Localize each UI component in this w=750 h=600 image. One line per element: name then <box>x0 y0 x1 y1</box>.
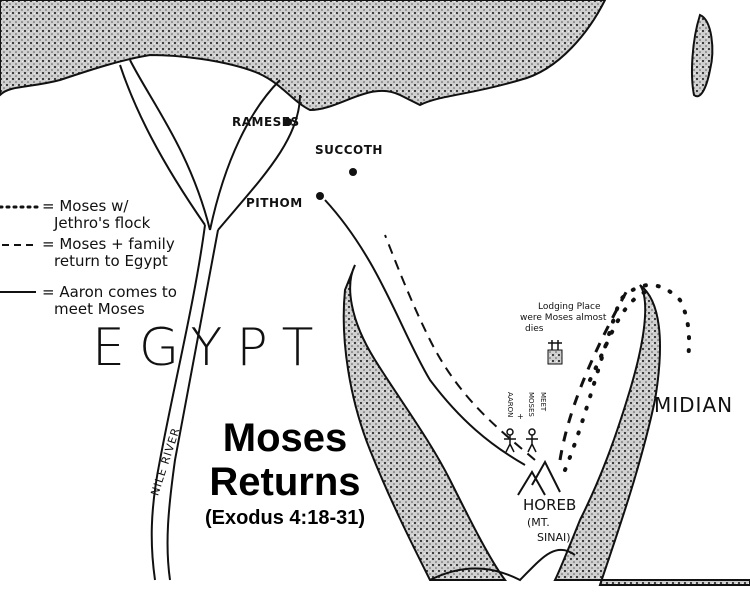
legend-text: = Moses + family <box>42 235 175 253</box>
route-family <box>384 234 536 461</box>
legend-text: = Aaron comes to <box>42 283 177 301</box>
legend-text: meet Moses <box>54 300 145 318</box>
label-horeb: HOREB <box>523 496 577 514</box>
gulf-aqaba-shore <box>553 284 750 586</box>
legend-item-flock: = Moses w/ Jethro's flock <box>42 198 150 232</box>
label-succoth: SUCCOTH <box>315 143 383 157</box>
island <box>691 13 714 98</box>
route-aaron <box>324 199 526 466</box>
aaron-moses-figures <box>504 428 538 453</box>
label-egypt: EGYPT <box>92 318 328 378</box>
lodging-line2: were Moses almost <box>520 313 607 323</box>
route-family-north <box>558 284 632 461</box>
label-pithom: PITHOM <box>246 196 303 210</box>
northern-coast <box>0 0 607 112</box>
title-reference: (Exodus 4:18-31) <box>204 507 366 529</box>
pithom-dot <box>316 192 324 200</box>
legend-item-aaron: = Aaron comes to meet Moses <box>42 284 177 318</box>
lodging-line1: Lodging Place <box>538 302 601 312</box>
label-horeb-alt1: (MT. <box>527 516 550 529</box>
lodging-line3: dies <box>525 324 544 334</box>
meet-plus: + <box>517 412 524 421</box>
legend-item-family: = Moses + family return to Egypt <box>42 236 175 270</box>
label-rameses: RAMESES <box>232 115 300 129</box>
legend-text: = Moses w/ <box>42 197 129 215</box>
label-midian: MIDIAN <box>654 393 734 417</box>
label-horeb-alt2: SINAI) <box>537 531 571 544</box>
succoth-dot <box>349 168 357 176</box>
rameses-dot <box>284 118 292 126</box>
meet-word: MEET <box>539 392 547 412</box>
legend-text: Jethro's flock <box>54 214 151 232</box>
mount-horeb-icon <box>517 459 561 496</box>
nile-river <box>119 59 301 581</box>
meet-aaron: AARON <box>506 392 514 418</box>
legend-text: return to Egypt <box>54 252 168 270</box>
meet-moses: MOSES <box>527 392 535 417</box>
title-line1: Moses <box>222 416 348 460</box>
sinai-west-shore <box>342 264 507 581</box>
title-line2: Returns <box>209 460 361 504</box>
lodging-icon <box>547 349 563 365</box>
